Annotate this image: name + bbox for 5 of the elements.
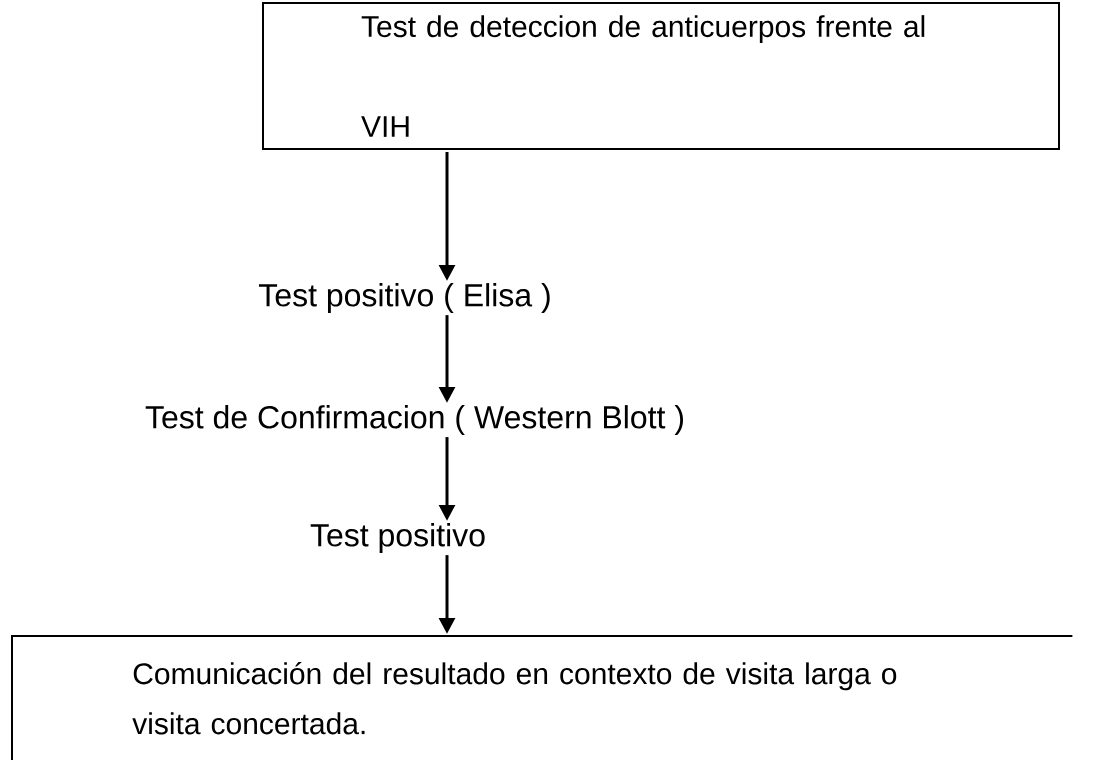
step-label: Test positivo (310, 523, 485, 553)
step-label: Test de Confirmacion ( Western Blott ) (145, 405, 683, 435)
process-box: Comunicación del resultado en contexto de visita larga o visita concertada. (11, 635, 1074, 760)
process-box: Test de deteccion de anticuerpos frente al VIH (262, 2, 1060, 150)
step-label: Test positivo ( Elisa ) (259, 283, 550, 313)
